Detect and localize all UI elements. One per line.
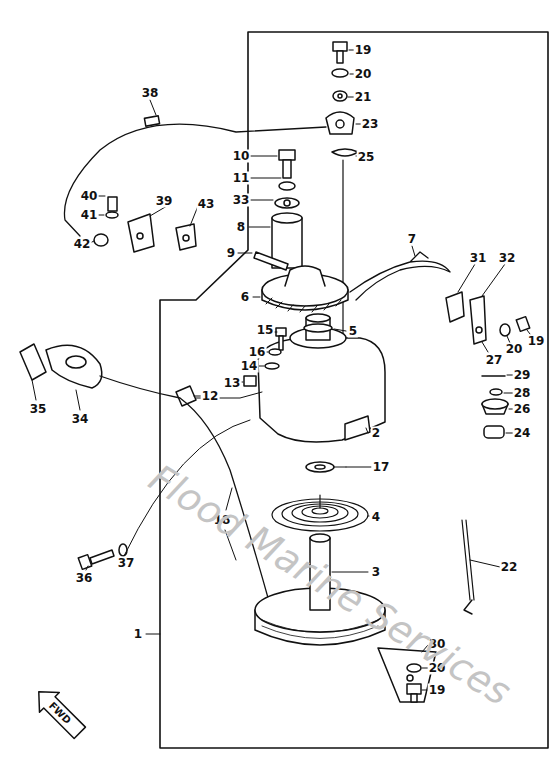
- lever-parts: [482, 376, 508, 438]
- callout-number: 13: [223, 377, 242, 390]
- callout-number: 3: [371, 566, 381, 579]
- callout-number: 26: [513, 403, 532, 416]
- callout-number: 24: [513, 427, 532, 440]
- callout-number: 36: [75, 572, 94, 585]
- fwd-arrow: [29, 682, 90, 743]
- callout-number: 19: [428, 684, 447, 697]
- callout-number: 1: [133, 628, 143, 641]
- callout-number: 28: [513, 387, 532, 400]
- callout-number: 2: [371, 427, 381, 440]
- callout-number: 22: [500, 561, 519, 574]
- callout-number: 11: [232, 172, 251, 185]
- callout-number: 42: [73, 238, 92, 251]
- stop-brackets: [446, 292, 530, 344]
- callout-number: 43: [197, 198, 216, 211]
- callout-number: 32: [498, 252, 517, 265]
- callout-number: 19: [354, 44, 373, 57]
- callout-number: 17: [372, 461, 391, 474]
- recoil-spring: [272, 495, 368, 531]
- callout-number: 7: [407, 233, 417, 246]
- callout-number: 21: [354, 91, 373, 104]
- callout-number: 34: [71, 413, 90, 426]
- callout-number: 8: [236, 221, 246, 234]
- callout-number: 19: [527, 335, 546, 348]
- callout-number: 20: [505, 343, 524, 356]
- callout-number: 12: [201, 390, 220, 403]
- callout-number: 31: [469, 252, 488, 265]
- callout-number: 41: [80, 209, 99, 222]
- callout-number: 37: [117, 557, 136, 570]
- callout-number: 39: [155, 195, 174, 208]
- callout-number: 5: [348, 325, 358, 338]
- callout-number: 23: [361, 118, 380, 131]
- callout-number: 6: [240, 291, 250, 304]
- callout-number: 20: [354, 68, 373, 81]
- callout-number: 16: [248, 346, 267, 359]
- callout-number: 35: [29, 403, 48, 416]
- callout-number: 40: [80, 190, 99, 203]
- callout-number: 33: [232, 194, 251, 207]
- callout-number: 9: [226, 247, 236, 260]
- starter-housing: [258, 314, 385, 442]
- callout-number: 14: [240, 360, 259, 373]
- cable-bracket: [94, 197, 196, 252]
- callout-number: 38: [141, 87, 160, 100]
- assembly-boundary: [160, 32, 548, 748]
- callout-number: 15: [256, 324, 275, 337]
- watermark: Flood Marine Services: [143, 458, 518, 713]
- drive-gear: [262, 266, 348, 310]
- callout-number: 25: [357, 151, 376, 164]
- lock-parts: [176, 328, 286, 406]
- shaft-parts: [254, 150, 302, 270]
- callout-number: 27: [485, 354, 504, 367]
- callout-number: 10: [232, 150, 251, 163]
- callout-number: 29: [513, 369, 532, 382]
- callout-number: 4: [371, 511, 381, 524]
